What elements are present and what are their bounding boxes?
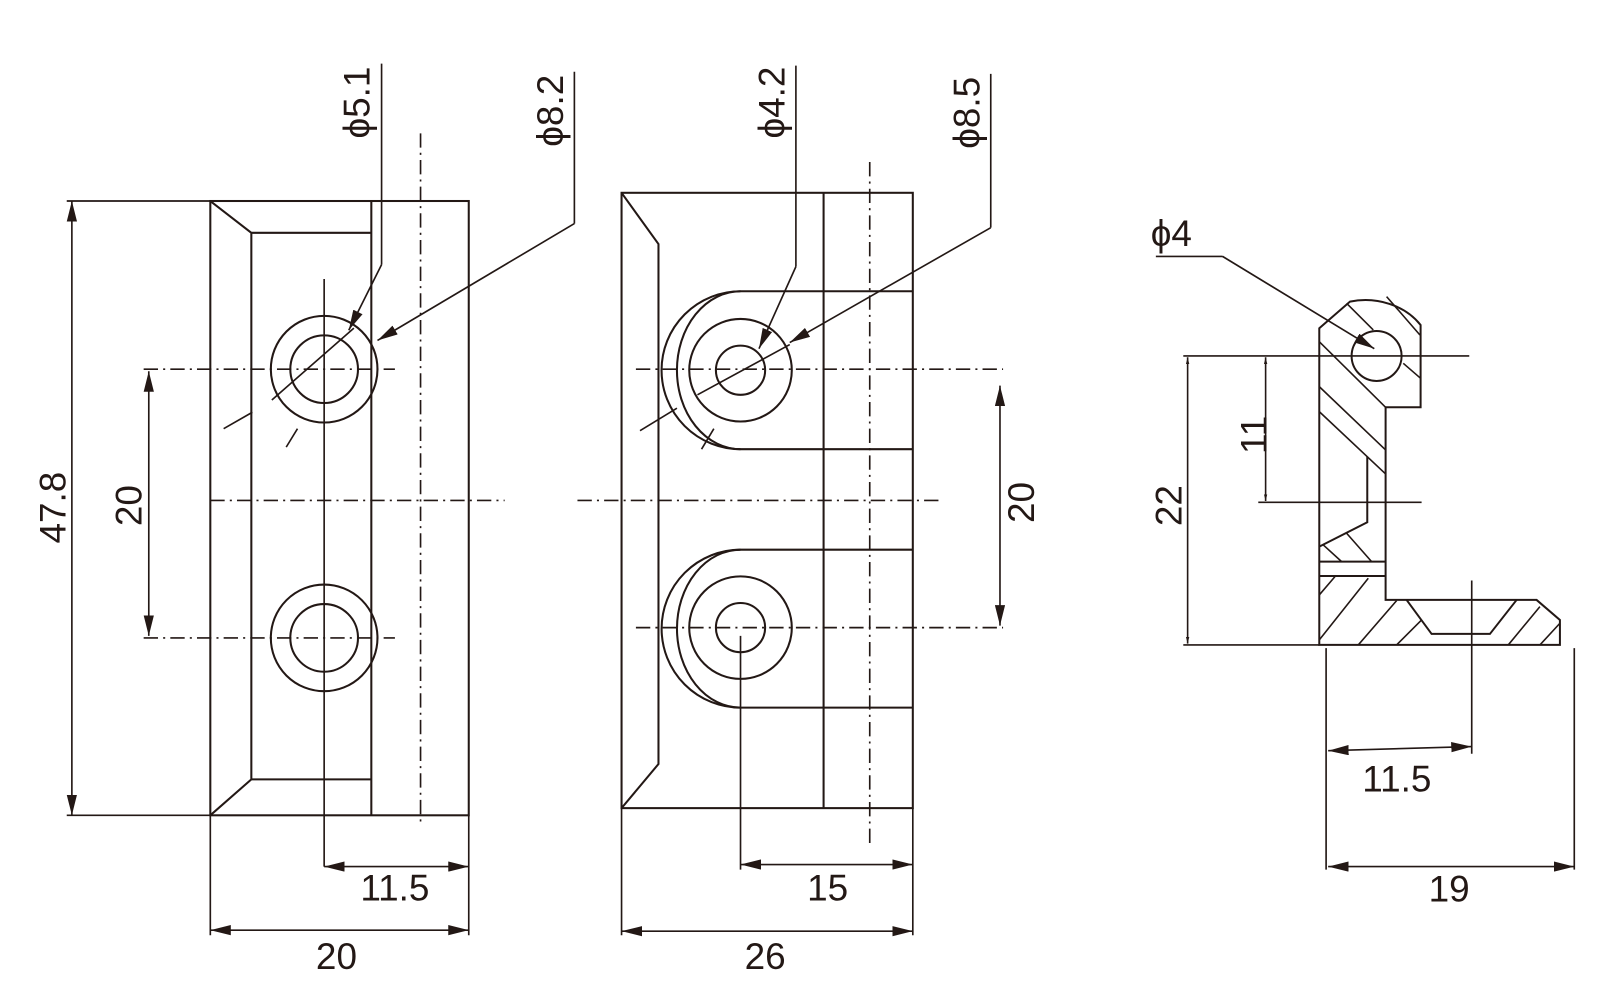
- width-dim: 20: [316, 936, 357, 977]
- upper-boss: [660, 290, 913, 451]
- pin-height-dim: 11: [1234, 416, 1275, 454]
- middle-outline: [620, 191, 914, 810]
- side-offset-dim: 11.5: [1362, 759, 1431, 800]
- hole-spacing-dim: 20: [109, 485, 150, 526]
- counterbore-diameter-label: ϕ8.2: [530, 75, 571, 147]
- offset-dim: 11.5: [360, 867, 429, 908]
- front-chamfer: [209, 200, 373, 817]
- middle-counterbore-label: ϕ8.5: [946, 77, 987, 149]
- middle-width-dim: 26: [745, 936, 786, 977]
- front-outline: [209, 199, 470, 817]
- middle-hole-spacing-dim: 20: [1001, 482, 1042, 523]
- side-view: 22 11 ϕ4 11.5 19: [1148, 213, 1576, 909]
- middle-hole-diameter-label: ϕ4.2: [752, 67, 793, 139]
- front-view: 47.8 20 ϕ5.1 ϕ8.2 11.5 20: [33, 63, 576, 977]
- hole-diameter-label: ϕ5.1: [336, 67, 377, 139]
- lower-boss: [660, 548, 913, 709]
- side-width-dim: 19: [1429, 868, 1470, 909]
- front-centerline: [223, 278, 355, 867]
- height-dim: 47.8: [33, 472, 74, 544]
- side-height-dim: 22: [1148, 485, 1189, 526]
- middle-offset-dim: 15: [807, 867, 848, 908]
- section-outline: [1319, 300, 1560, 645]
- front-dashdot: [143, 133, 505, 826]
- section-hatching: [1319, 297, 1560, 645]
- pin-diameter-label: ϕ4: [1151, 213, 1192, 254]
- middle-view: 20 ϕ4.2 ϕ8.5 15 26: [577, 65, 1042, 977]
